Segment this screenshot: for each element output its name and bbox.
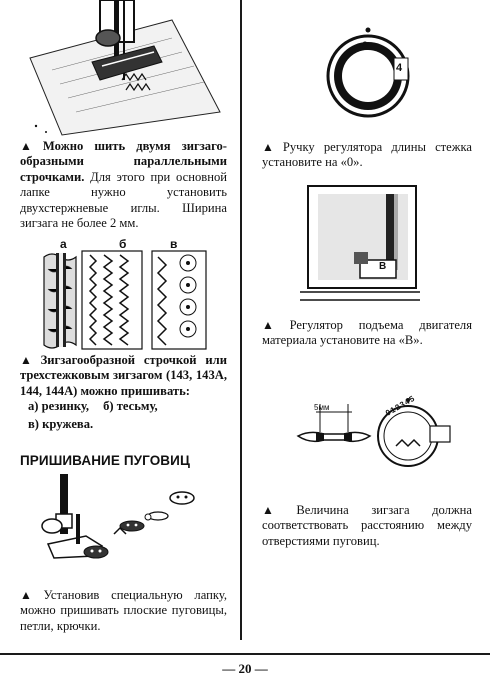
list-item-lace: в) кружева. xyxy=(28,416,94,431)
feed-regulator-illustration xyxy=(300,185,420,301)
list-item-tape: б) тесьму, xyxy=(103,399,158,414)
column-divider xyxy=(240,0,242,640)
paragraph-double-zigzag: ▲Можно шить двумя зигзаго-образными пара… xyxy=(20,139,227,231)
triangle-bullet-icon: ▲ xyxy=(20,588,41,602)
paragraph-feed-regulator: ▲Регулятор подъема двигателя материала у… xyxy=(262,318,472,348)
label-v: в xyxy=(170,237,178,251)
label-b: б xyxy=(119,237,127,251)
paragraph-stitch-length: ▲Ручку регулятора длины стежка установит… xyxy=(262,140,472,170)
paragraph-zigzag-attach: ▲Зигзагообразной строчкой или трехстежко… xyxy=(20,353,227,398)
triangle-bullet-icon: ▲ xyxy=(20,353,38,367)
paragraph-zigzag-width: ▲Величина зигзага должна соответствовать… xyxy=(262,503,472,548)
paragraph-button-foot: ▲Установив специальную лапку, можно приш… xyxy=(20,588,227,633)
stitch-samples-illustration xyxy=(43,250,207,350)
label-a: а xyxy=(60,237,67,251)
button-foot-illustration xyxy=(41,474,195,559)
triangle-bullet-icon: ▲ xyxy=(262,318,287,332)
page-number: — 20 — xyxy=(222,661,268,676)
triangle-bullet-icon: ▲ xyxy=(262,503,294,517)
footer-rule xyxy=(0,653,490,655)
zigzag-width-illustration xyxy=(296,398,451,467)
triangle-bullet-icon: ▲ xyxy=(20,139,40,153)
presser-foot-illustration xyxy=(29,0,221,136)
section-heading-buttons: ПРИШИВАНИЕ ПУГОВИЦ xyxy=(20,453,190,468)
dial-label-zero: 0 xyxy=(362,40,369,52)
triangle-bullet-icon: ▲ xyxy=(262,140,280,154)
stitch-length-dial xyxy=(326,27,410,118)
lever-label-b: B xyxy=(379,261,387,272)
measure-label: 5мм xyxy=(314,403,330,412)
list-item-elastic: а) резинку, xyxy=(28,399,90,414)
dial-label-four: 4 xyxy=(396,62,403,74)
